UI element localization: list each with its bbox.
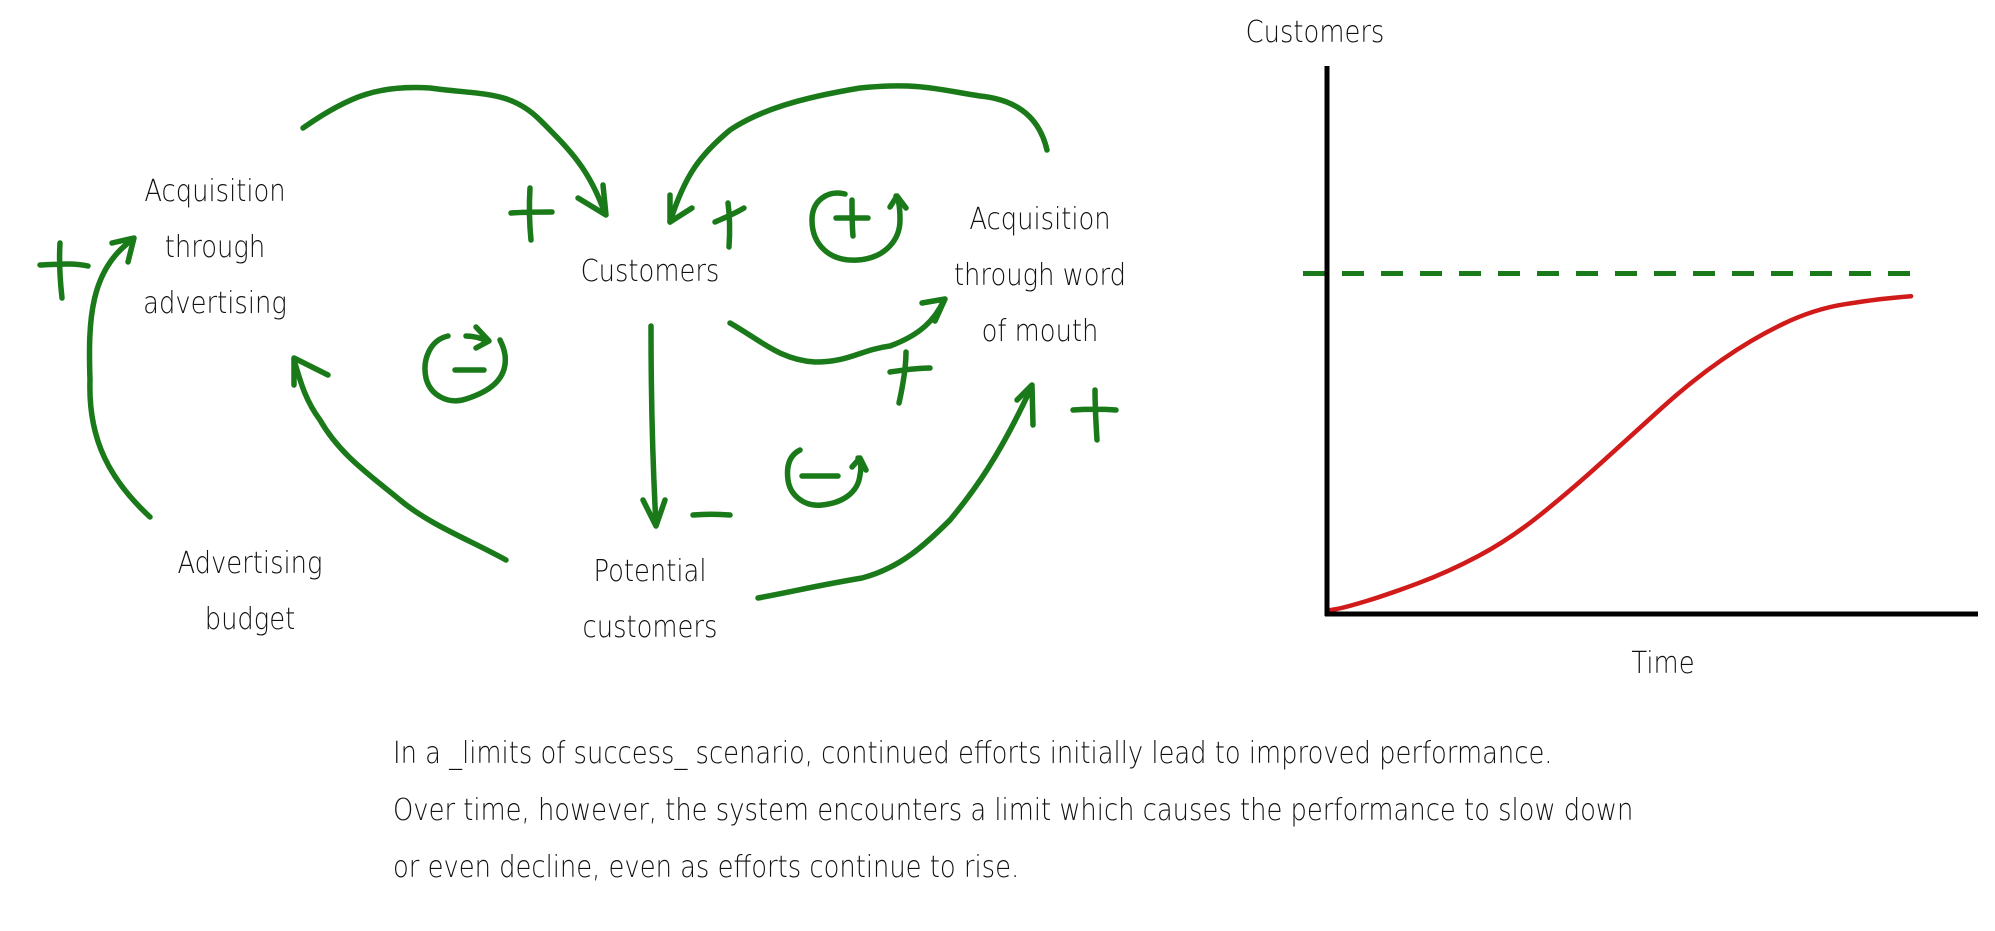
node-acquisition-through-advertising: Acquisition through advertising (143, 174, 287, 321)
plus-sign-budget (37, 240, 91, 301)
arrow-potential-to-advertising (291, 357, 509, 563)
arrow-customers-to-wom (727, 297, 947, 365)
node-acquisition-through-word-of-mouth: Acquisition through word of mouth (953, 202, 1127, 349)
customers-series-line (1324, 293, 1914, 614)
arrow-advertising-to-customers (300, 84, 608, 217)
plus-sign-wom-to-customers (712, 200, 747, 250)
loop-marker-wom-reinforcing (809, 190, 909, 263)
plus-sign-adv-to-customers (508, 185, 555, 243)
arrowhead-potential-to-advertising (291, 355, 331, 388)
arrowhead-wom-to-customers (667, 192, 695, 225)
caption-line-2: Over time, however, the system encounter… (393, 793, 1634, 828)
node-potential-customers: Potential customers (582, 554, 718, 645)
arrow-wom-to-customers (667, 83, 1050, 225)
arrowhead-customers-to-potential (640, 497, 668, 529)
arrowhead-advertising-to-customers (575, 182, 609, 218)
arrow-customers-to-potential (648, 323, 659, 528)
arrow-budget-to-advertising (86, 237, 153, 520)
minus-sign-customers-to-potential (690, 511, 733, 518)
y-axis-label: Customers (1245, 15, 1385, 50)
arrow-potential-to-wom (755, 385, 1034, 601)
caption-line-1: In a _limits of success_ scenario, conti… (393, 736, 1553, 771)
loop-plus (833, 197, 871, 239)
arrowhead-budget-to-advertising (109, 235, 137, 265)
node-advertising-budget: Advertising budget (177, 546, 323, 637)
loop-marker-wom-balancing (784, 447, 869, 508)
arrowhead-customers-to-wom (919, 296, 948, 324)
caption-line-3: or even decline, even as efforts continu… (393, 850, 1020, 885)
x-axis-label: Time (1631, 646, 1695, 681)
loop-marker-advertising-balancing (422, 324, 508, 404)
plus-sign-customers-to-wom (887, 349, 933, 406)
node-customers: Customers (580, 254, 720, 289)
plus-sign-potential-to-wom (1070, 387, 1119, 443)
caption: In a _limits of success_ scenario, conti… (393, 725, 1634, 896)
arrowhead-potential-to-wom (1014, 382, 1036, 428)
